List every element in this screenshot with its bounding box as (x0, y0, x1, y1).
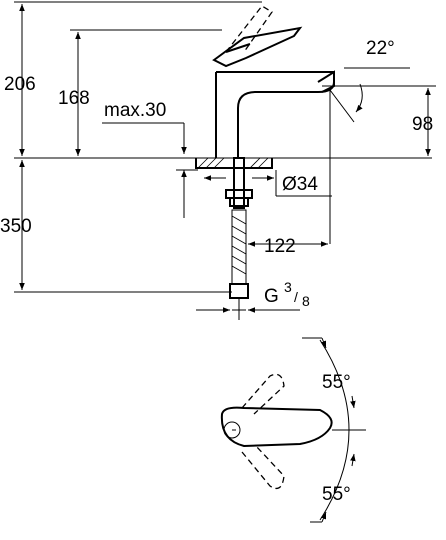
label-350: 350 (0, 216, 32, 237)
label-22: 22° (366, 38, 395, 59)
label-thread-g: G (264, 286, 279, 307)
label-206: 206 (4, 74, 36, 95)
dim-98: 98 (322, 85, 436, 156)
svg-text:/: / (294, 289, 298, 305)
label-122: 122 (264, 236, 296, 257)
label-55-up: 55° (322, 372, 351, 393)
label-55-down: 55° (322, 484, 351, 505)
label-168: 168 (58, 88, 90, 109)
label-98: 98 (412, 114, 433, 135)
dim-22: 22° (329, 38, 410, 244)
label-thread-den: 8 (302, 293, 310, 309)
dim-350: 350 (0, 160, 232, 293)
label-34: Ø34 (282, 174, 318, 195)
label-max30: max.30 (104, 100, 166, 121)
label-thread-num: 3 (284, 279, 292, 295)
dim-thread: G 3 / 8 (196, 279, 310, 313)
dim-34: Ø34 (204, 170, 332, 197)
dim-168: 168 (58, 29, 222, 156)
faucet-side-view (14, 5, 432, 320)
dim-max30: max.30 (102, 100, 198, 218)
faucet-top-view: 55° 55° (220, 337, 366, 523)
dim-122: 122 (248, 236, 328, 257)
dim-206: 206 (4, 1, 262, 156)
